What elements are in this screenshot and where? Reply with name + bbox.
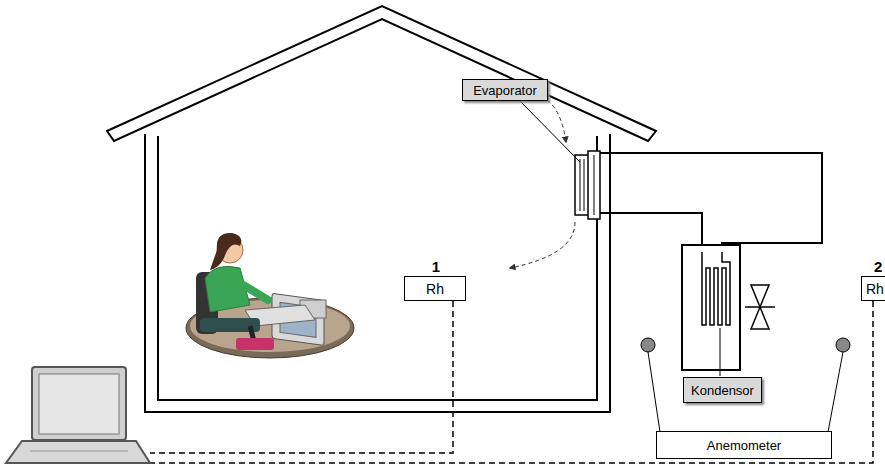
rh-sensor-box: 2Rh [861,276,885,301]
pipe [600,153,822,252]
office-worker-illustration [186,233,354,358]
airflow-arrow [535,94,566,142]
leader-line [520,101,580,162]
airflow-arrow [510,222,575,268]
callout-box: Evaporator [462,79,548,101]
probe-sensor [641,338,655,352]
fan-symbol [745,285,775,329]
probe-wire [828,352,843,432]
leader-line [720,328,721,376]
probe-wire [648,352,660,432]
outer-wall [145,134,610,412]
instrument-box: Anemometer [656,431,832,459]
laptop-icon [6,367,150,463]
callout-number: 2 [874,258,882,275]
node-label: Evaporator [473,83,537,98]
inner-wall [158,136,597,400]
probe-sensor [836,338,850,352]
node-label: Anemometer [707,438,781,453]
signal-wire [150,301,873,463]
condenser-coil [702,252,730,325]
condenser-box [682,245,740,370]
callout-number: 1 [432,258,440,275]
node-label: Rh [866,281,884,297]
roof [107,6,656,141]
node-label: Rh [426,281,444,297]
callout-box: Kondensor [683,377,762,403]
signal-wire [150,301,453,453]
node-label: Kondensor [691,383,754,398]
rh-sensor-box: 1Rh [404,276,466,301]
